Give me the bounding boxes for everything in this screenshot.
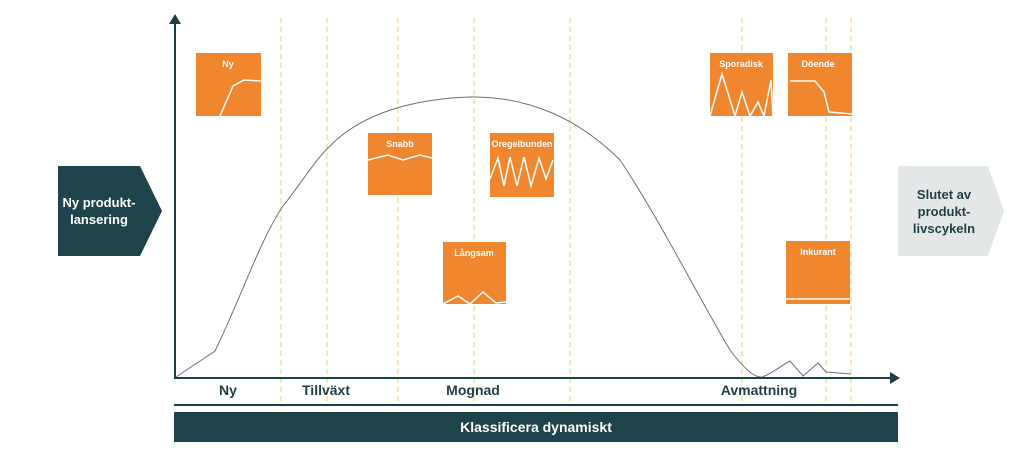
pattern-label-inkurant: Inkurant: [800, 247, 836, 257]
product-launch-arrow: [58, 166, 162, 256]
product-launch-line-1: Ny produkt-: [62, 195, 136, 210]
phase-guides: [280, 18, 852, 405]
pattern-line: [219, 79, 262, 117]
pattern-box-snabb: [367, 133, 433, 195]
pattern-box-ny: [196, 53, 262, 117]
y-axis-arrowhead: [169, 14, 181, 24]
pattern-label-doende: Döende: [801, 59, 835, 69]
pattern-label-langsam: Långsam: [454, 248, 494, 258]
classify-dynamically-label: Klassificera dynamiskt: [460, 419, 612, 435]
end-of-lifecycle-arrow: [898, 166, 1004, 256]
pattern-label-sporadisk: Sporadisk: [719, 59, 763, 69]
phase-label-tillvaxt: Tillväxt: [302, 382, 350, 398]
pattern-box-sporadisk: [709, 53, 774, 119]
phase-label-mognad: Mognad: [446, 382, 500, 398]
end-of-lifecycle-line-1: Slutet av: [916, 186, 972, 202]
end-of-lifecycle-label: Slutet av produkt- livscykeln: [898, 166, 990, 256]
pattern-line: [442, 290, 507, 305]
lifecycle-curve: [175, 96, 852, 378]
end-of-lifecycle-line-2: produkt-: [917, 203, 971, 219]
end-of-lifecycle-line-3: livscykeln: [912, 220, 976, 236]
pattern-box-inkurant: [786, 241, 850, 304]
x-axis-arrowhead: [890, 372, 900, 384]
product-launch-line-2: lansering: [70, 212, 128, 227]
pattern-label-oregelbunden: Oregelbunden: [491, 139, 553, 149]
pattern-line: [367, 154, 433, 161]
phase-label-avmattning: Avmattning: [720, 382, 798, 398]
classify-dynamically-bar: Klassificera dynamiskt: [174, 412, 898, 442]
phase-label-ny: Ny: [219, 382, 237, 398]
product-launch-label: Ny produkt- lansering: [58, 166, 140, 256]
pattern-label-snabb: Snabb: [386, 139, 414, 149]
pattern-line: [790, 80, 853, 115]
pattern-label-ny: Ny: [222, 59, 234, 69]
pattern-box-oregelbunden: [489, 133, 554, 197]
pattern-line: [709, 71, 774, 119]
pattern-line: [489, 155, 554, 189]
pattern-box-langsam: [442, 242, 507, 305]
pattern-box-doende: [788, 53, 853, 116]
